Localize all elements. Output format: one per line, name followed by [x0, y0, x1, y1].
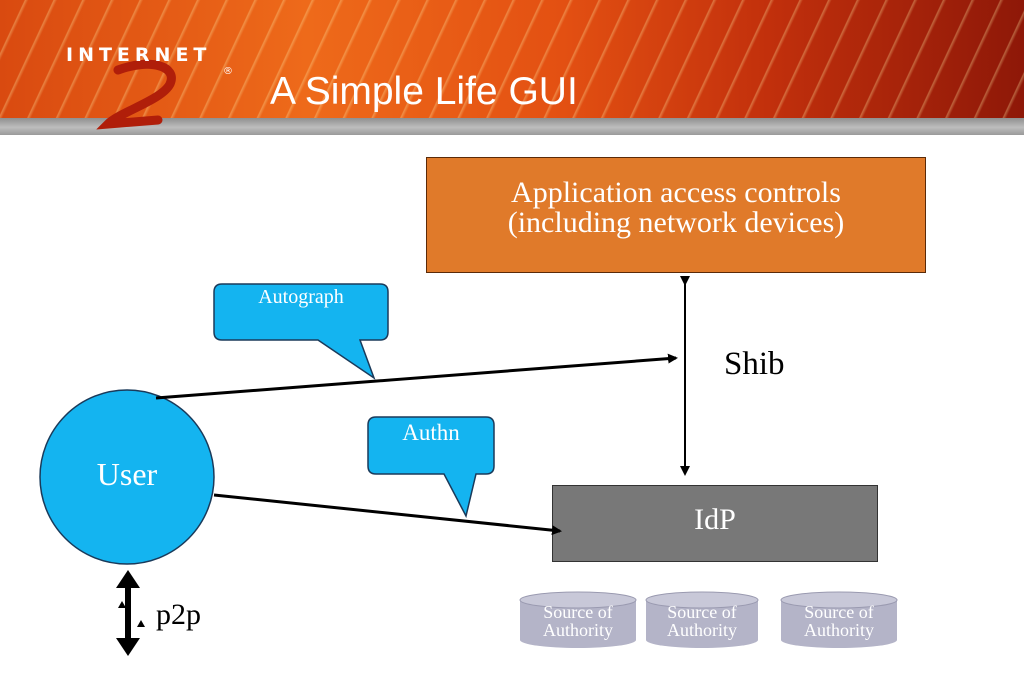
header-stripes [0, 0, 1024, 118]
autograph-callout [213, 283, 389, 380]
authn-callout [367, 416, 495, 519]
idp-box [552, 485, 878, 562]
app-access-label-line2: (including network devices) [507, 206, 845, 239]
source-of-authority-3 [780, 591, 898, 648]
slide-header: INTERNET ® A Simple Life GUI [0, 0, 1024, 135]
soa-3-line2: Authority [804, 620, 874, 640]
source-of-authority-1 [519, 591, 637, 648]
source-of-authority-1-label: Source of Authority [520, 603, 636, 639]
logo-text: INTERNET [66, 44, 212, 66]
app-access-label-line1: Application access controls [511, 176, 841, 209]
user-to-idp-line [213, 493, 562, 536]
user-label: User [96, 456, 158, 492]
soa-2-line2: Authority [667, 620, 737, 640]
user-circle [39, 389, 215, 565]
slide-title: A Simple Life GUI [270, 70, 578, 113]
user-to-shib-line [155, 353, 678, 400]
source-of-authority-3-label: Source of Authority [781, 603, 897, 639]
soa-1-line2: Authority [543, 620, 613, 640]
p2p-label: p2p [156, 598, 201, 631]
shib-label: Shib [724, 346, 785, 382]
autograph-label: Autograph [258, 286, 344, 308]
source-of-authority-2 [645, 591, 759, 648]
internet2-logo-2-icon [96, 59, 176, 130]
p2p-arrow [116, 570, 145, 656]
header-gray-bar [0, 118, 1024, 135]
soa-1-line1: Source of [543, 602, 613, 622]
source-of-authority-2-label: Source of Authority [646, 603, 758, 639]
logo-registered-mark: ® [223, 66, 233, 77]
idp-label: IdP [694, 503, 736, 536]
soa-2-line1: Source of [667, 602, 737, 622]
soa-3-line1: Source of [804, 602, 874, 622]
authn-label: Authn [402, 420, 460, 445]
app-access-box [426, 157, 926, 273]
